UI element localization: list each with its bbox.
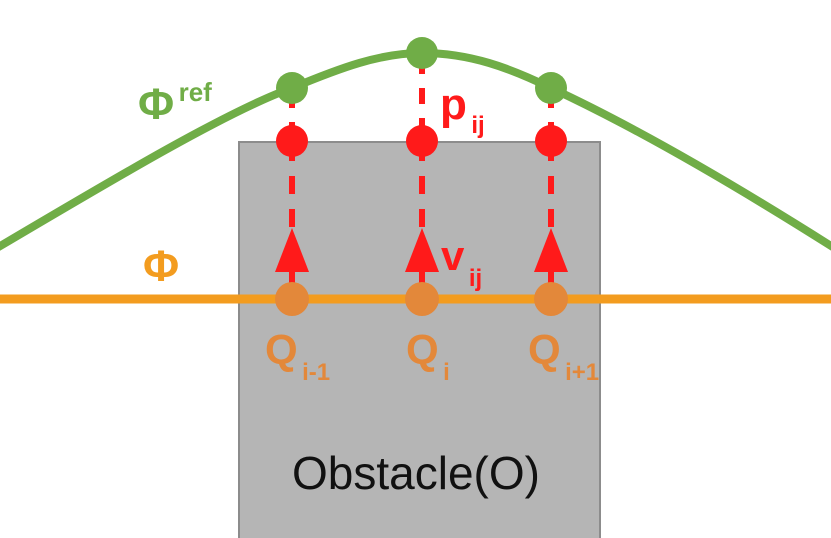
obstacle-label: Obstacle(O) xyxy=(292,447,540,499)
p-main: p xyxy=(440,80,467,129)
q-label-1: Q i-1 xyxy=(265,326,330,386)
q-label-2-sub: i xyxy=(443,359,450,386)
q-point-3 xyxy=(534,282,568,316)
arrow-head-3 xyxy=(534,228,568,272)
v-ij-label: v ij xyxy=(441,232,482,292)
q-label-3-main: Q xyxy=(528,326,561,373)
q-point-1 xyxy=(275,282,309,316)
phi-ref-superscript: ref xyxy=(179,77,213,107)
q-label-2-main: Q xyxy=(406,326,439,373)
projected-point-3 xyxy=(535,125,567,157)
obstacle-box xyxy=(238,141,601,538)
arrow-head-2 xyxy=(405,228,439,272)
q-label-1-sub: i-1 xyxy=(302,359,330,386)
phi-label: Φ xyxy=(143,242,179,291)
reference-point-3 xyxy=(535,72,567,104)
q-point-2 xyxy=(405,282,439,316)
q-label-3: Q i+1 xyxy=(528,326,599,386)
q-label-1-main: Q xyxy=(265,326,298,373)
p-ij-label: p ij xyxy=(440,80,485,139)
arrow-head-1 xyxy=(275,228,309,272)
p-sub: ij xyxy=(471,112,484,139)
v-sub: ij xyxy=(469,265,482,292)
reference-point-2 xyxy=(406,37,438,69)
phi-ref-symbol: Φ xyxy=(138,80,174,129)
projected-point-2 xyxy=(406,125,438,157)
q-label-2: Q i xyxy=(406,326,450,386)
phi-ref-label: Φ ref xyxy=(138,77,212,129)
v-main: v xyxy=(441,232,465,279)
projected-point-1 xyxy=(276,125,308,157)
q-label-3-sub: i+1 xyxy=(565,359,599,386)
reference-point-1 xyxy=(276,72,308,104)
